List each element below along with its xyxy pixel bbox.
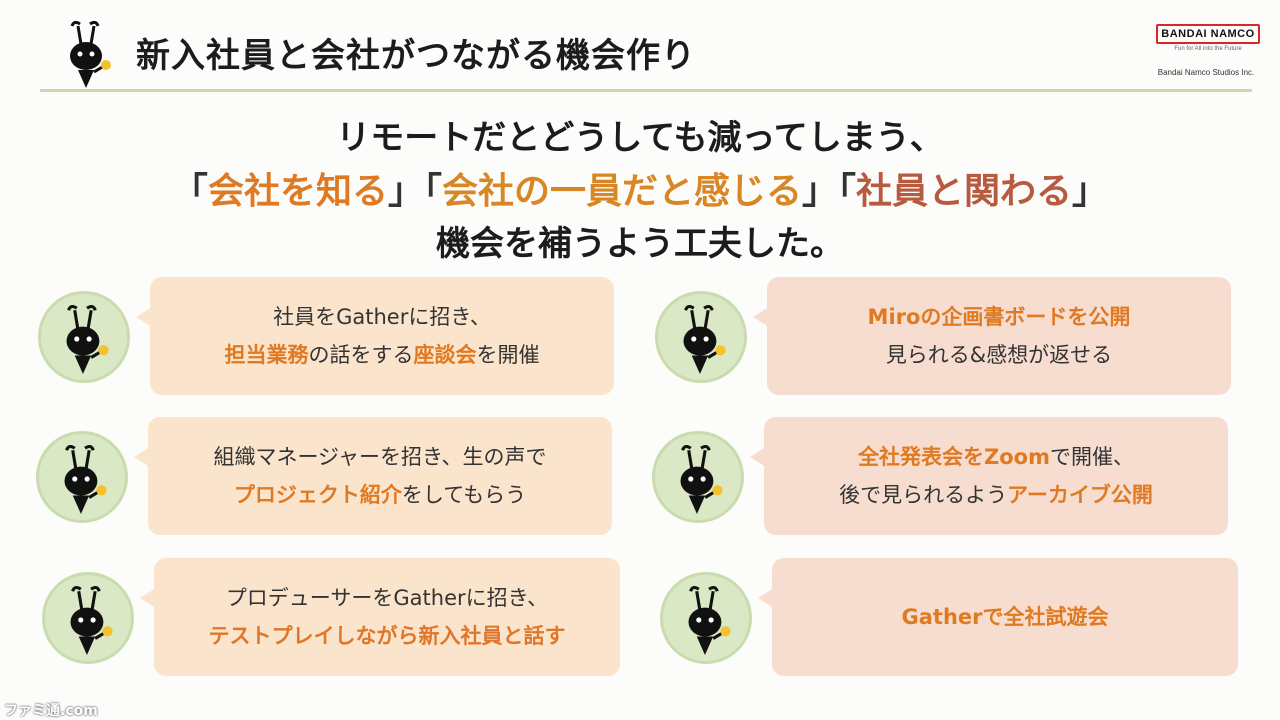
card-line-2: 担当業務の話をする座談会を開催 [224, 343, 540, 367]
mascot-avatar [36, 431, 128, 523]
speech-bubble: 社員をGatherに招き、 担当業務の話をする座談会を開催 [136, 277, 614, 395]
mascot-icon [66, 304, 109, 374]
famitsu-watermark: ファミ通.com [4, 703, 98, 719]
card-miro-board: Miroの企画書ボードを公開 見られる&感想が返せる [655, 277, 1233, 397]
mascot-icon [683, 304, 726, 374]
card-line-1: プロデューサーをGatherに招き、 [225, 586, 549, 610]
bandai-namco-logo: BANDAI NAMCO [1156, 24, 1260, 44]
bracket: 「 [423, 171, 442, 212]
card-zoom-presentation: 全社発表会をZoomで開催、 後で見られるようアーカイブ公開 [652, 417, 1230, 537]
card-line-2: 見られる&感想が返せる [885, 343, 1113, 367]
speech-bubble: 全社発表会をZoomで開催、 後で見られるようアーカイブ公開 [750, 417, 1228, 535]
card-producer-testplay: プロデューサーをGatherに招き、 テストプレイしながら新入社員と話す [42, 558, 620, 678]
speech-bubble: Gatherで全社試遊会 [758, 558, 1238, 676]
bracket: 」 [802, 171, 839, 212]
mascot-icon [70, 585, 113, 655]
header-divider [40, 89, 1252, 92]
mascot-avatar [660, 572, 752, 664]
mascot-icon [688, 585, 731, 655]
card-line-1: Gatherで全社試遊会 [901, 605, 1109, 629]
speech-bubble: Miroの企画書ボードを公開 見られる&感想が返せる [753, 277, 1231, 395]
card-line-2: テストプレイしながら新入社員と話す [208, 624, 566, 648]
logo-tagline: Fun for All into the Future [1174, 46, 1242, 52]
card-gather-playtest: Gatherで全社試遊会 [660, 558, 1238, 678]
mascot-avatar [38, 291, 130, 383]
mascot-icon [70, 20, 111, 88]
lead-line-3: 機会を補うよう工夫した。 [436, 224, 844, 264]
mascot-avatar [42, 572, 134, 664]
mascot-icon [680, 444, 723, 514]
company-name: Bandai Namco Studios Inc. [1157, 68, 1255, 77]
bracket: 」 [387, 171, 424, 212]
phrase-know-company: 会社を知る [207, 171, 388, 212]
slide-header: 新入社員と会社がつながる機会作り BANDAI NAMCO Fun for Al… [0, 0, 1280, 92]
phrase-engage-employees: 社員と関わる [856, 171, 1073, 212]
speech-bubble: プロデューサーをGatherに招き、 テストプレイしながら新入社員と話す [140, 558, 620, 676]
lead-line-1: リモートだとどうしても減ってしまう、 [336, 118, 944, 158]
card-line-1: 組織マネージャーを招き、生の声で [213, 445, 547, 469]
lead-line-2: 「会社を知る」「会社の一員だと感じる」「社員と関わる」 [0, 162, 1280, 214]
mascot-avatar [652, 431, 744, 523]
mascot-avatar [655, 291, 747, 383]
card-line-2: 後で見られるようアーカイブ公開 [839, 483, 1153, 507]
card-line-2: プロジェクト紹介をしてもらう [233, 483, 527, 507]
bracket: 「 [838, 171, 857, 212]
bracket: 」 [1072, 171, 1109, 212]
card-gather-roundtable: 社員をGatherに招き、 担当業務の話をする座談会を開催 [38, 277, 614, 397]
card-line-1: Miroの企画書ボードを公開 [867, 305, 1131, 329]
phrase-feel-member: 会社の一員だと感じる [441, 171, 802, 212]
speech-bubble: 組織マネージャーを招き、生の声で プロジェクト紹介をしてもらう [134, 417, 612, 535]
card-manager-project-intro: 組織マネージャーを招き、生の声で プロジェクト紹介をしてもらう [36, 417, 612, 537]
card-line-1: 全社発表会をZoomで開催、 [858, 445, 1134, 469]
bracket: 「 [171, 171, 208, 212]
mascot-icon [64, 444, 107, 514]
card-line-1: 社員をGatherに招き、 [273, 305, 491, 329]
page-title: 新入社員と会社がつながる機会作り [136, 36, 696, 76]
